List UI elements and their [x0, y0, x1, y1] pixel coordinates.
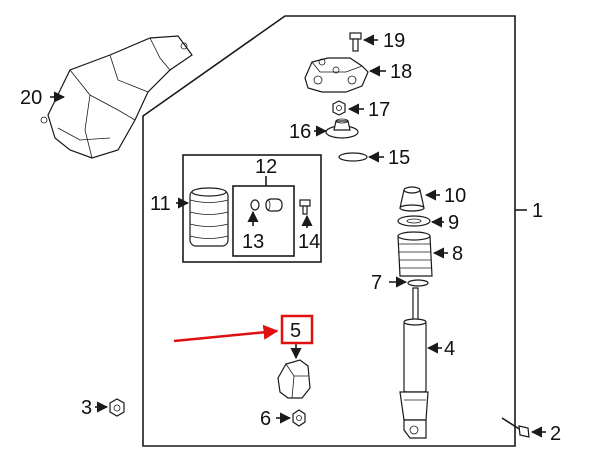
callout-20: 20 — [20, 87, 42, 109]
callout-11: 11 — [150, 193, 171, 215]
callout-17: 17 — [368, 99, 390, 121]
callout-5-highlight-box — [280, 314, 314, 345]
part-5-bracket — [277, 359, 311, 399]
part-8-dust-boot — [397, 231, 433, 277]
part-6-nut — [292, 409, 306, 427]
part-19-bolt — [349, 32, 362, 52]
callout-19: 19 — [383, 30, 405, 52]
callout-10: 10 — [444, 185, 466, 207]
part-7-snap-ring — [407, 279, 429, 287]
callout-14: 14 — [298, 231, 320, 253]
callout-15: 15 — [388, 147, 410, 169]
callout-13: 13 — [242, 231, 264, 253]
part-15-o-ring — [338, 152, 368, 162]
part-3-nut — [109, 398, 125, 417]
callout-1: 1 — [532, 200, 543, 222]
part-13-seal — [250, 198, 283, 212]
callout-12: 12 — [255, 156, 277, 178]
part-10-bump-stop — [399, 186, 425, 212]
callout-2: 2 — [550, 423, 561, 445]
part-4-shock-absorber — [399, 287, 429, 439]
callout-7: 7 — [371, 272, 382, 294]
highlight-arrow — [173, 324, 279, 343]
callout-4: 4 — [444, 338, 455, 360]
callout-3: 3 — [81, 397, 92, 419]
part-11-air-spring — [189, 187, 229, 247]
part-9-insulator — [397, 215, 431, 227]
part-16-mount-plate — [325, 118, 359, 139]
part-18-upper-mount — [304, 57, 369, 93]
callout-9: 9 — [448, 212, 459, 234]
callout-18: 18 — [390, 61, 412, 83]
seal-kit-box — [232, 185, 295, 257]
callout-5: 5 — [290, 320, 301, 342]
part-20-fender-bracket — [40, 35, 193, 159]
callout-16: 16 — [289, 121, 311, 143]
part-2-bolt — [501, 417, 530, 438]
callout-6: 6 — [260, 408, 271, 430]
part-17-nut — [332, 100, 346, 116]
assembly-outline — [142, 15, 516, 447]
callout-8: 8 — [452, 243, 463, 265]
part-14-valve — [299, 199, 311, 215]
